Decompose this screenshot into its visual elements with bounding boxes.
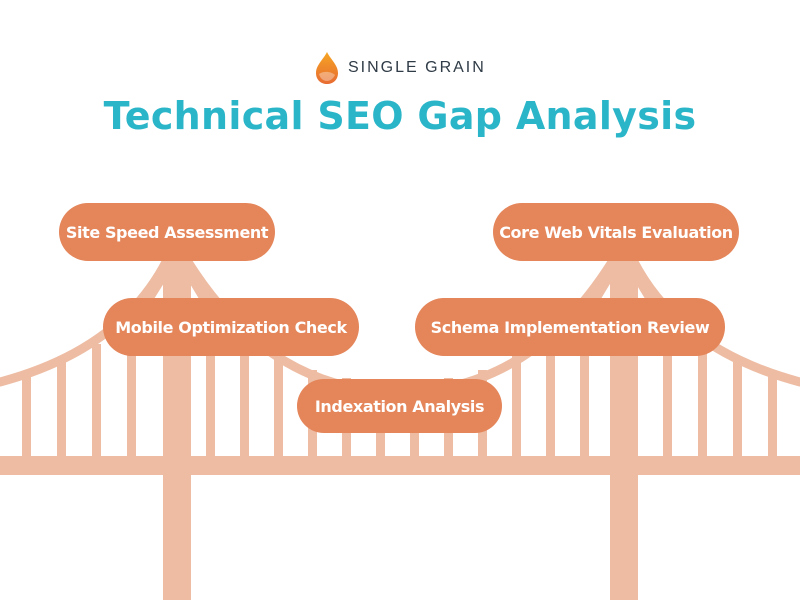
brand-logo: SINGLE GRAIN — [314, 50, 486, 86]
page-title: Technical SEO Gap Analysis — [103, 94, 697, 138]
step-core-web-vitals: Core Web Vitals Evaluation — [493, 203, 739, 261]
bridge-tower-left — [163, 232, 191, 600]
flame-icon — [316, 52, 338, 84]
step-indexation: Indexation Analysis — [297, 379, 502, 433]
step-schema-implementation: Schema Implementation Review — [415, 298, 725, 356]
bridge-tower-right — [610, 232, 638, 600]
bridge-deck — [0, 456, 800, 475]
brand-name: SINGLE GRAIN — [348, 59, 486, 76]
step-site-speed: Site Speed Assessment — [59, 203, 275, 261]
step-mobile-optimization: Mobile Optimization Check — [103, 298, 359, 356]
